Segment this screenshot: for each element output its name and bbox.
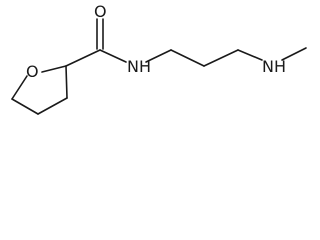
bond-c1-c2	[170, 49, 205, 67]
amide-nitrogen-label: N	[127, 57, 139, 76]
propyl-chain	[145, 49, 263, 67]
bond-amine-n-methyl	[281, 47, 307, 61]
bond-c2-c3	[65, 65, 68, 99]
amide-hydrogen-label: H	[139, 57, 151, 76]
bond-ring-o-c2	[41, 65, 67, 73]
amide-group	[65, 18, 127, 67]
ring-oxygen-label: O	[26, 62, 39, 81]
bond-carbonyl-n	[99, 49, 127, 63]
bond-n-c1	[145, 49, 172, 63]
amine-hydrogen-label: H	[274, 57, 286, 76]
bond-c2-c3-chain	[203, 49, 239, 67]
molecule-drawing: O O N H N H	[11, 2, 307, 115]
carbonyl-oxygen-label: O	[94, 2, 107, 21]
bond-c5-ring-o	[11, 75, 28, 100]
bond-c3-c4	[37, 97, 68, 115]
bond-c2-carbonyl	[65, 49, 101, 67]
bond-c4-c5	[11, 98, 39, 115]
tetrahydrofuran-ring	[11, 65, 68, 115]
structure-diagram: O O N H N H	[0, 0, 314, 122]
bond-c3-amine-n	[237, 49, 263, 61]
amine-nitrogen-label: N	[262, 57, 274, 76]
